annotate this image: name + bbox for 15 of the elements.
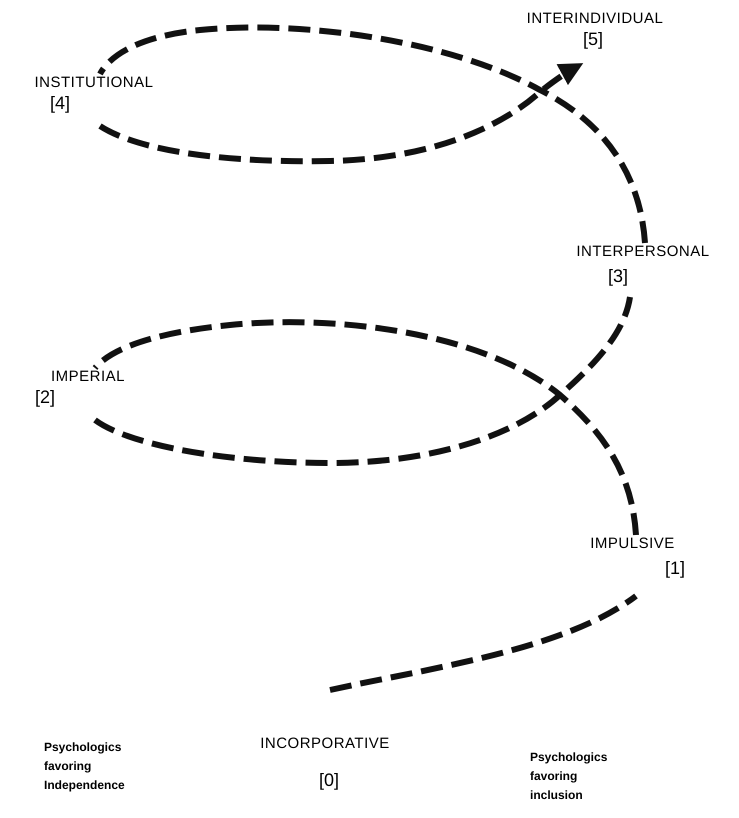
stage-number: [4] <box>49 92 72 114</box>
side-note: Psychologics favoring Independence <box>44 739 126 794</box>
stage-name: INSTITUTIONAL <box>33 74 154 92</box>
side-note: Psychologics favoring inclusion <box>530 749 608 804</box>
stage-number: [2] <box>34 386 56 408</box>
stage-number: [3] <box>606 265 629 287</box>
stage-number: [1] <box>664 557 686 579</box>
stage-name: INTERINDIVIDUAL <box>526 10 664 28</box>
stage-name: IMPULSIVE <box>589 535 676 553</box>
stage-name: INTERPERSONAL <box>575 243 711 261</box>
spiral-arrow <box>98 63 584 164</box>
stage-number: [0] <box>318 769 340 791</box>
stage-number: [5] <box>582 28 604 50</box>
stage-name: INCORPORATIVE <box>259 735 391 753</box>
stage-name: IMPERIAL <box>50 368 126 386</box>
